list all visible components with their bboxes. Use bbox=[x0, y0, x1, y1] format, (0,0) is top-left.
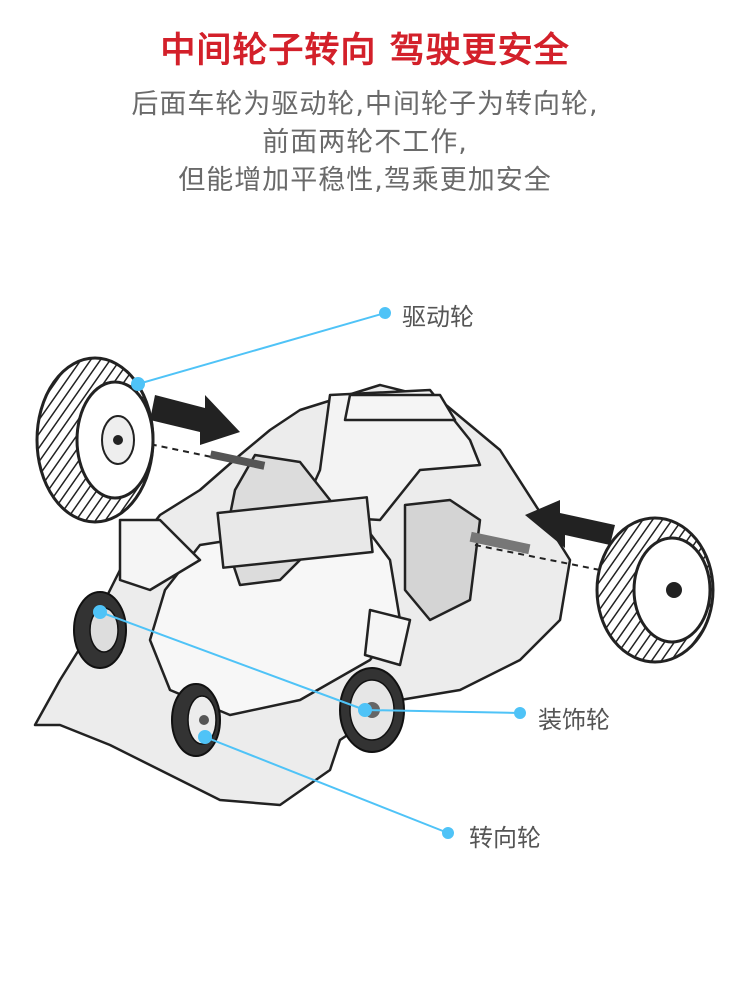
subtitle-line-3: 但能增加平稳性,驾乘更加安全 bbox=[178, 165, 552, 196]
front-axle bbox=[469, 531, 531, 555]
drive-wheel-right bbox=[595, 516, 715, 664]
callout-drive-wheel: 驱动轮 bbox=[402, 303, 474, 331]
kart-body bbox=[33, 383, 572, 807]
steering-wheel-center bbox=[171, 683, 221, 757]
subtitle-line-2: 前面两轮不工作, bbox=[262, 127, 468, 158]
drive-wheel-left bbox=[35, 356, 155, 524]
decorative-wheel-front-left bbox=[73, 591, 127, 669]
subtitle-line-1: 后面车轮为驱动轮,中间轮子为转向轮, bbox=[131, 89, 599, 120]
left-arrow bbox=[150, 395, 240, 445]
headline: 中间轮子转向 驾驶更安全 bbox=[160, 31, 570, 71]
callout-lines bbox=[93, 307, 526, 839]
callout-steering-wheel: 转向轮 bbox=[469, 824, 541, 852]
callout-decorative-wheel: 装饰轮 bbox=[538, 706, 610, 734]
right-arrow bbox=[525, 500, 615, 548]
rear-axle bbox=[209, 450, 266, 470]
